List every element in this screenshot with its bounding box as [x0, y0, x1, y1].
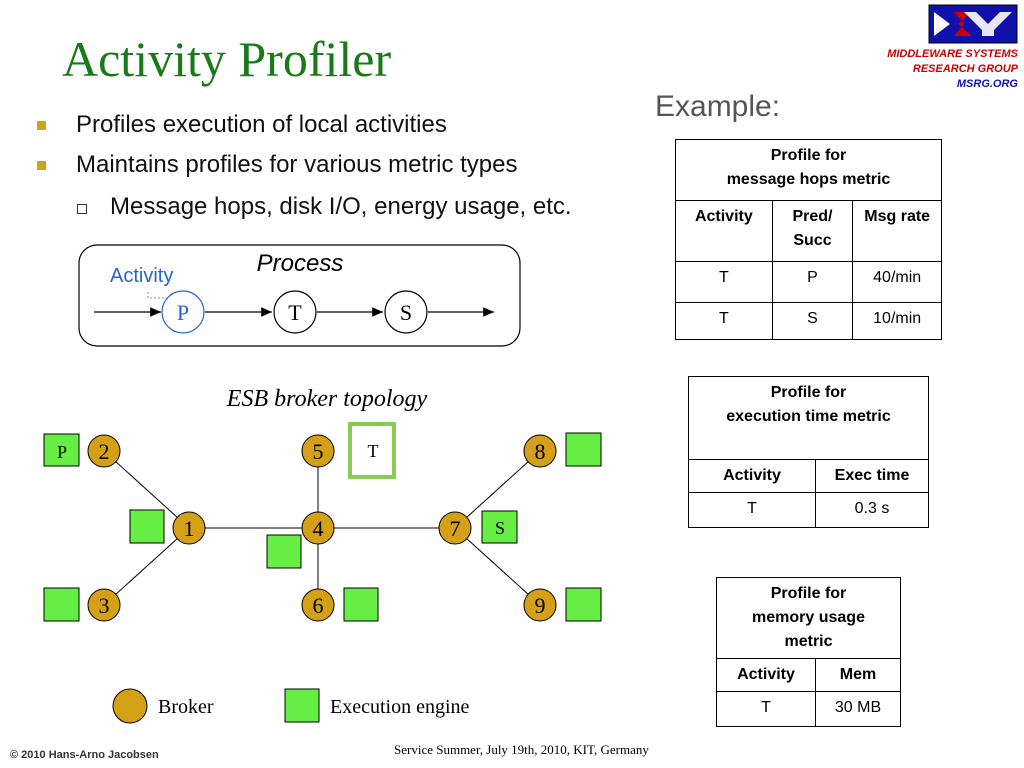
- broker-1: [172, 511, 206, 545]
- bullet-2: Maintains profiles for various metric ty…: [76, 151, 518, 178]
- hops-col-msg-rate: Msg rate: [852, 200, 942, 262]
- table-row: T S 10/min: [675, 302, 942, 340]
- topology-title: ESB broker topology: [226, 386, 428, 412]
- bullet-square-icon: [37, 121, 46, 130]
- sub-bullet-square-icon: [77, 204, 87, 214]
- broker-7: [438, 511, 472, 545]
- exec-col-exec-time: Exec time: [815, 459, 929, 493]
- hops-col-activity: Activity: [675, 200, 773, 262]
- broker-6: [301, 588, 335, 622]
- broker-2-label: 2: [99, 439, 110, 464]
- broker-4: [301, 511, 335, 545]
- logo-line-3: MSRG.ORG: [956, 78, 1018, 90]
- engine: [129, 509, 165, 544]
- table-row: T 30 MB: [716, 691, 901, 727]
- msrg-logo: [928, 4, 1018, 44]
- broker-3-label: 3: [99, 593, 110, 618]
- logo-caption: MIDDLEWARE SYSTEMS RESEARCH GROUP MSRG.O…: [887, 47, 1018, 92]
- broker-8: [523, 434, 557, 468]
- activity-label: Activity: [110, 265, 173, 287]
- copyright-footer: © 2010 Hans-Arno Jacobsen: [10, 749, 159, 761]
- bullet-square-icon: [37, 161, 46, 170]
- broker-1-label: 1: [184, 516, 195, 541]
- example-label: Example:: [655, 90, 781, 123]
- logo-line-2: RESEARCH GROUP: [912, 63, 1018, 75]
- legend-engine-label: Execution engine: [330, 696, 470, 718]
- engine-s: [481, 510, 518, 544]
- hops-profile-table: Profile for message hops metric Activity…: [675, 139, 942, 340]
- engine-s-label: S: [495, 518, 505, 538]
- slide-title: Activity Profiler: [62, 31, 392, 87]
- broker-2: [87, 434, 121, 468]
- broker-5: [301, 434, 335, 468]
- broker-4-label: 4: [313, 516, 324, 541]
- process-node-s: [384, 290, 428, 334]
- engine: [266, 534, 302, 569]
- logo-line-1: MIDDLEWARE SYSTEMS: [887, 48, 1018, 60]
- engine: [43, 587, 80, 622]
- event-footer: Service Summer, July 19th, 2010, KIT, Ge…: [394, 742, 649, 757]
- broker-5-label: 5: [313, 439, 324, 464]
- broker-9-label: 9: [535, 593, 546, 618]
- bullet-1: Profiles execution of local activities: [76, 111, 447, 138]
- table-row: T 0.3 s: [688, 492, 929, 528]
- exec-table-caption: Profile for execution time metric: [688, 376, 929, 460]
- mem-table-caption: Profile for memory usage metric: [716, 577, 901, 659]
- engine: [343, 587, 379, 622]
- legend-broker-label: Broker: [158, 696, 214, 718]
- process-node-p: [161, 290, 205, 334]
- broker-3: [87, 588, 121, 622]
- exec-profile-table: Profile for execution time metric Activi…: [688, 376, 929, 528]
- exec-col-activity: Activity: [688, 459, 816, 493]
- process-node-p-label: P: [177, 300, 189, 325]
- process-title: Process: [257, 250, 344, 277]
- engine-t-highlighted: [348, 422, 396, 479]
- broker-7-label: 7: [450, 516, 461, 541]
- legend-broker-swatch: [112, 688, 148, 724]
- sub-bullet-1: Message hops, disk I/O, energy usage, et…: [110, 193, 572, 220]
- table-row: T P 40/min: [675, 261, 942, 303]
- process-node-t: [273, 290, 317, 334]
- engine: [565, 587, 602, 622]
- process-node-t-label: T: [288, 300, 302, 325]
- legend-engine-swatch: [284, 688, 320, 723]
- hops-col-pred-succ: Pred/ Succ: [771, 200, 854, 262]
- engine: [565, 432, 602, 467]
- broker-6-label: 6: [313, 593, 324, 618]
- broker-9: [523, 588, 557, 622]
- mem-col-activity: Activity: [716, 658, 816, 692]
- hops-table-caption: Profile for message hops metric: [675, 139, 942, 201]
- mem-profile-table: Profile for memory usage metric Activity…: [716, 577, 901, 727]
- broker-8-label: 8: [535, 439, 546, 464]
- engine-p: [43, 433, 80, 467]
- process-node-s-label: S: [400, 300, 412, 325]
- engine-p-label: P: [57, 442, 67, 462]
- mem-col-mem: Mem: [815, 658, 901, 692]
- topology-edges: [103, 450, 541, 606]
- engine-t-label: T: [368, 441, 379, 461]
